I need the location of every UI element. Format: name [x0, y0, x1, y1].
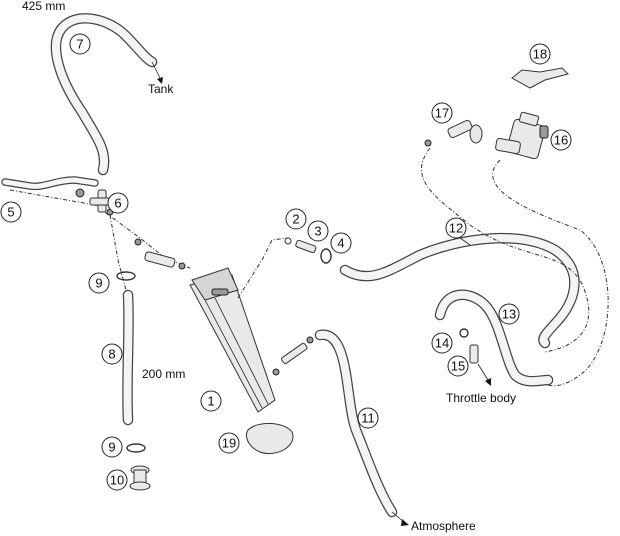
callout-17: 17: [431, 102, 453, 124]
svg-text:19: 19: [222, 436, 236, 451]
callout-6: 6: [107, 192, 129, 214]
check-valve: [134, 238, 186, 270]
callout-9b: 9: [101, 436, 123, 458]
callout-11: 11: [357, 407, 379, 429]
svg-text:11: 11: [361, 411, 375, 426]
svg-text:16: 16: [554, 133, 568, 148]
charcoal-canister-1: [189, 267, 276, 413]
clamp-14: [459, 328, 469, 338]
callout-5: 5: [0, 201, 22, 223]
callout-10: 10: [106, 469, 128, 491]
svg-text:5: 5: [7, 205, 14, 220]
svg-text:9: 9: [95, 276, 102, 291]
cover-19: [246, 423, 294, 454]
clamp-4: [320, 248, 332, 264]
tank-arrowhead: [157, 77, 163, 84]
hose-7: [50, 13, 158, 176]
callout-4: 4: [330, 232, 352, 254]
svg-text:1: 1: [207, 394, 214, 409]
throttle-arrowhead: [485, 378, 491, 386]
callout-8: 8: [101, 343, 123, 365]
tank-arrow: [151, 61, 161, 79]
callout-14: 14: [431, 332, 453, 354]
bracket-18: [511, 67, 569, 89]
callout-7: 7: [69, 33, 91, 55]
hose-13: [434, 289, 554, 387]
fitting-3: [295, 239, 317, 254]
hose-12: [339, 233, 580, 349]
line-8-dash: [109, 214, 127, 291]
throttle-body-label: Throttle body: [446, 391, 516, 405]
canister-dash: [237, 237, 289, 299]
svg-text:12: 12: [449, 221, 463, 236]
plug-10: [129, 465, 151, 491]
clamp-9-upper: [116, 271, 136, 281]
atmosphere-arrowhead: [401, 519, 409, 526]
throttle-arrow: [477, 363, 489, 381]
callout-16: 16: [550, 129, 572, 151]
callout-19: 19: [218, 432, 240, 454]
svg-text:2: 2: [292, 212, 299, 227]
svg-text:7: 7: [76, 37, 83, 52]
svg-text:18: 18: [533, 47, 547, 62]
callout-18: 18: [529, 43, 551, 65]
hose-5: [1, 176, 99, 191]
svg-text:13: 13: [502, 307, 516, 322]
hose-8: [122, 289, 134, 426]
svg-text:9: 9: [108, 440, 115, 455]
callout-1: 1: [200, 390, 222, 412]
tank-label: Tank: [148, 82, 174, 96]
svg-text:3: 3: [314, 224, 321, 239]
callout-12: 12: [445, 217, 467, 239]
callout-3: 3: [307, 220, 329, 242]
hose-8-length-label: 200 mm: [142, 367, 185, 381]
clamp-9-lower: [126, 443, 146, 453]
purge-valve-16: [495, 111, 549, 160]
fitting-17: [424, 119, 483, 147]
svg-text:4: 4: [337, 236, 344, 251]
hose-7-length-label: 425 mm: [22, 0, 65, 13]
fitting-15: [469, 344, 479, 364]
svg-text:6: 6: [114, 196, 121, 211]
callout-2: 2: [285, 208, 307, 230]
svg-text:8: 8: [108, 347, 115, 362]
callout-9a: 9: [88, 272, 110, 294]
svg-text:14: 14: [435, 336, 449, 351]
line-16-dash-a: [421, 147, 590, 353]
washer-2: [284, 237, 292, 245]
tee-fitting-6: [75, 188, 114, 216]
hose-11: [314, 329, 398, 518]
callout-13: 13: [498, 303, 520, 325]
svg-text:15: 15: [451, 359, 465, 374]
atmosphere-label: Atmosphere: [411, 519, 476, 533]
svg-text:17: 17: [435, 106, 449, 121]
canister-ports: [272, 336, 314, 376]
callout-15: 15: [447, 355, 469, 377]
svg-text:10: 10: [110, 473, 124, 488]
